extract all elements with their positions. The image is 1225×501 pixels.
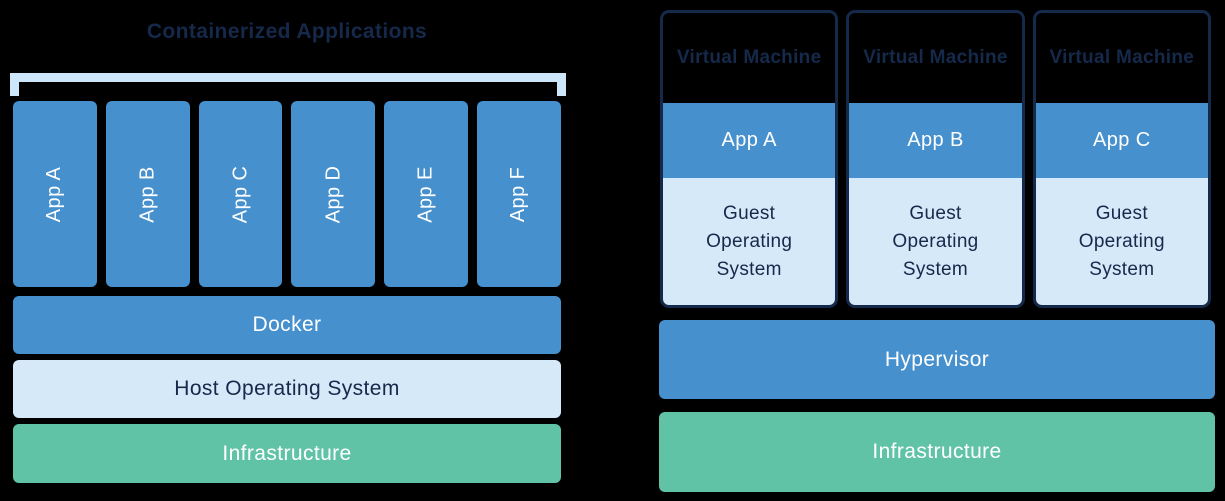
vm-1-title: Virtual Machine xyxy=(676,47,822,68)
vm-3-app-label: App C xyxy=(1035,103,1208,178)
infrastructure-layer-right: Infrastructure xyxy=(659,412,1215,492)
containers-title: Containerized Applications xyxy=(146,20,428,43)
vm-2-guest-os-box: Guest Operating System xyxy=(849,178,1022,305)
vm-1-guest-os-box: Guest Operating System xyxy=(663,178,836,305)
vm-1-guest-os-label: Guest Operating System xyxy=(706,202,793,280)
container-app-b-label: App B xyxy=(136,165,159,223)
container-app-e-label: App E xyxy=(414,165,437,223)
container-app-f-label: App F xyxy=(507,166,530,222)
vm-3-title: Virtual Machine xyxy=(1049,47,1195,68)
hypervisor-layer: Hypervisor xyxy=(659,320,1215,399)
docker-layer: Docker xyxy=(13,296,561,354)
vm-2-guest-os-label: Guest Operating System xyxy=(892,202,979,280)
container-app-e-box: App E xyxy=(384,101,469,287)
container-app-c-label: App C xyxy=(229,165,252,223)
container-apps-row: App A App B App C App D App E App F xyxy=(13,101,561,287)
container-app-f-box: App F xyxy=(477,101,561,287)
container-app-b-box: App B xyxy=(105,101,190,287)
container-app-a-label: App A xyxy=(43,166,66,222)
container-app-d-box: App D xyxy=(291,101,376,287)
vm-box-2: Virtual Machine App B Guest Operating Sy… xyxy=(846,10,1025,308)
infrastructure-layer-left: Infrastructure xyxy=(13,424,561,483)
vm-3-guest-os-box: Guest Operating System xyxy=(1035,178,1208,305)
containers-bracket xyxy=(10,73,566,96)
vm-box-1: Virtual Machine App A Guest Operating Sy… xyxy=(660,10,839,308)
container-app-c-box: App C xyxy=(198,101,283,287)
vm-1-app-label: App A xyxy=(663,103,836,178)
container-app-a-box: App A xyxy=(13,101,97,287)
vm-box-3: Virtual Machine App C Guest Operating Sy… xyxy=(1032,10,1211,308)
vm-2-title: Virtual Machine xyxy=(863,47,1008,68)
container-app-d-label: App D xyxy=(321,165,344,223)
vm-row: Virtual Machine App A Guest Operating Sy… xyxy=(660,10,1211,308)
host-operating-system-layer: Host Operating System xyxy=(13,360,561,418)
vm-2-app-label: App B xyxy=(849,103,1022,178)
vm-3-guest-os-label: Guest Operating System xyxy=(1078,202,1165,280)
